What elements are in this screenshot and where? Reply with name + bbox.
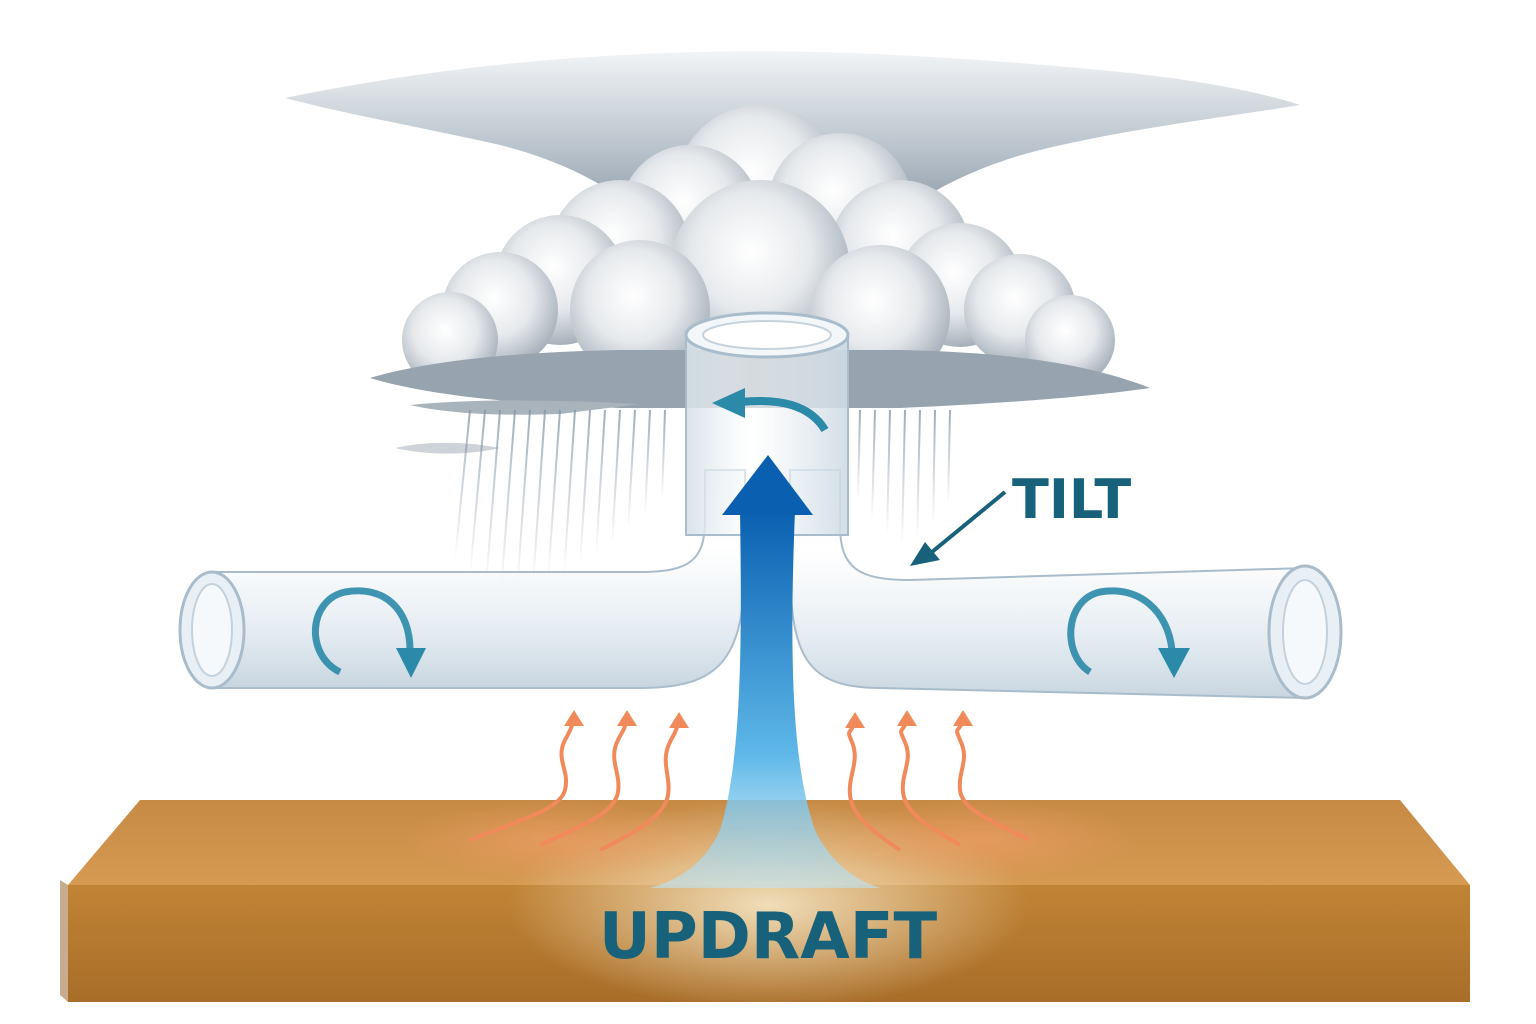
vortex-tube-right xyxy=(789,469,1343,700)
tilt-callout: TILT xyxy=(910,468,1131,566)
up-arrow-icon xyxy=(650,455,880,888)
wavy-up-arrow-icon xyxy=(953,710,1031,842)
wavy-up-arrow-icon xyxy=(845,712,902,852)
wavy-up-arrow-icon xyxy=(469,710,584,842)
updraft-label: UPDRAFT xyxy=(599,900,938,974)
rain-shaft-left xyxy=(454,409,666,591)
tilt-label: TILT xyxy=(1012,468,1131,531)
rain-shaft-right xyxy=(857,409,951,546)
clockwise-rotation-arrow-icon xyxy=(1067,587,1190,678)
tilt-pointer-arrowhead xyxy=(910,542,940,566)
clockwise-rotation-arrow-icon xyxy=(312,587,426,678)
tilt-pointer-line xyxy=(930,490,1007,554)
wavy-up-arrow-icon xyxy=(897,710,961,847)
wavy-up-arrow-icon xyxy=(539,710,637,847)
wavy-up-arrow-icon xyxy=(599,712,689,852)
vortex-tube-left xyxy=(178,469,746,690)
heat-arrows xyxy=(469,710,1031,852)
counterclockwise-rotation-arrow-icon xyxy=(712,388,829,433)
